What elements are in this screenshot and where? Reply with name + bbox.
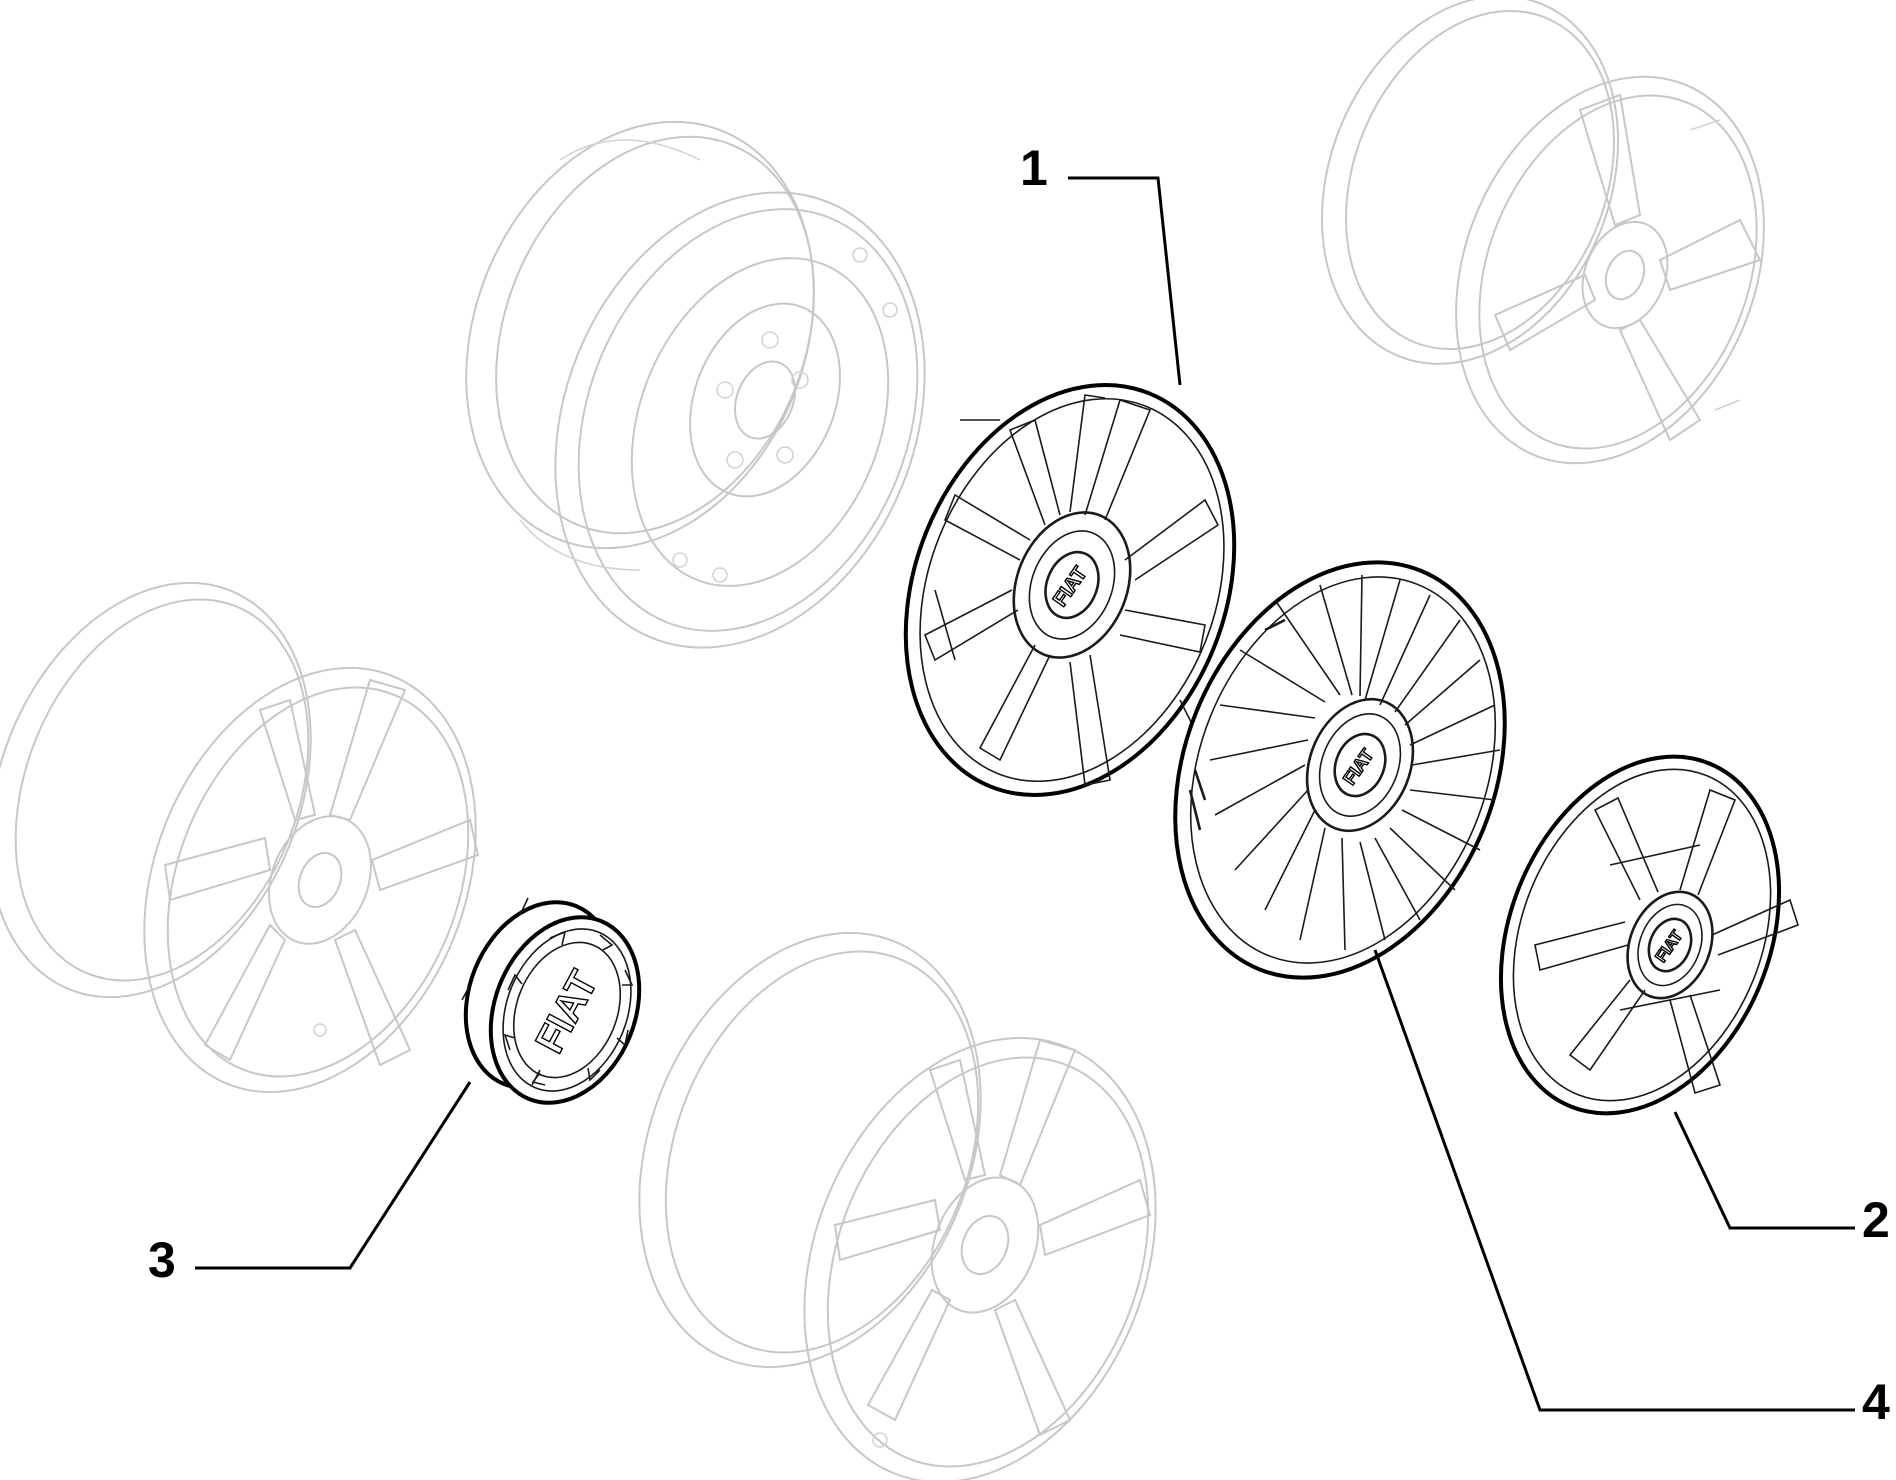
leader-line-1 — [1068, 176, 1182, 386]
alloy-wheel-left-ghost — [0, 581, 480, 1094]
part-3-center-cap: FIAT — [461, 897, 642, 1105]
callout-2: 2 — [1862, 1192, 1890, 1248]
alloy-wheel-bottom-ghost — [638, 931, 1157, 1480]
leader-line-4 — [1373, 949, 1855, 1412]
callout-3: 3 — [148, 1232, 176, 1288]
part-2-hubcap: FIAT — [1498, 754, 1799, 1116]
steel-wheel-ghost — [465, 120, 926, 649]
leader-line-3 — [195, 1081, 472, 1270]
alloy-wheel-top-right-ghost — [1320, 0, 1765, 465]
callout-4: 4 — [1862, 1374, 1890, 1430]
part-4-hubcap: FIAT — [1173, 560, 1507, 980]
part-1-hubcap: FIAT — [903, 383, 1237, 797]
leader-line-2 — [1673, 1111, 1855, 1230]
callout-1: 1 — [1020, 140, 1048, 196]
